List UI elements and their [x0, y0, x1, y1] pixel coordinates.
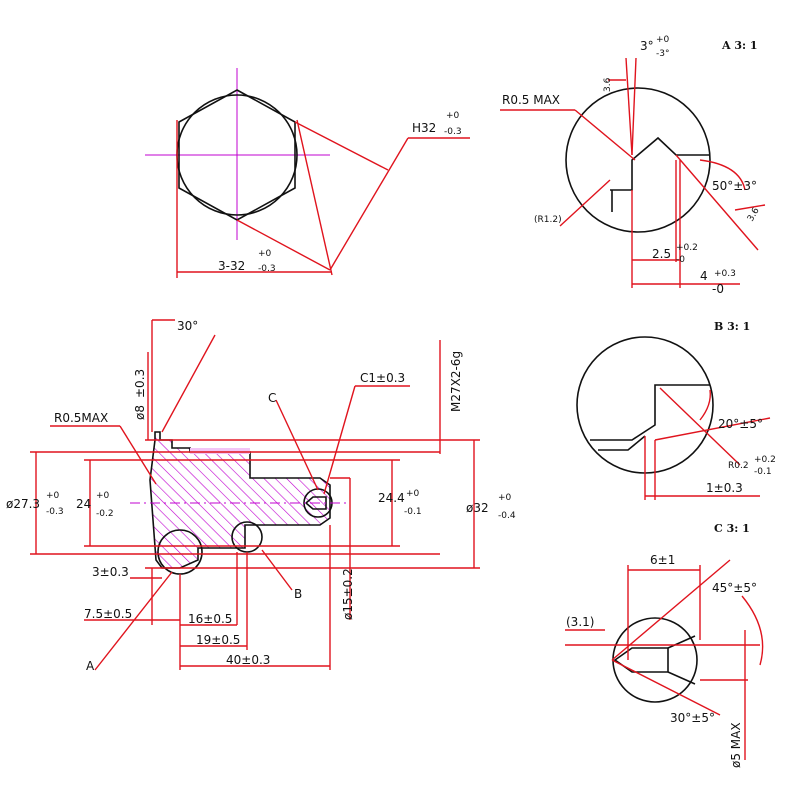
detail-c-angle-bottom-line	[611, 659, 721, 716]
detail-a-angle-upper: +0	[656, 35, 670, 45]
detail-c-drill-point	[613, 647, 669, 673]
radius-arrow	[119, 425, 157, 485]
inner-dia-main: 24	[76, 497, 91, 511]
chamfer-c1: C1±0.3	[360, 371, 405, 385]
detail-c-leader	[275, 399, 319, 491]
detail-b-profile-inner	[598, 435, 646, 451]
detail-a-ref-leader	[559, 179, 611, 227]
body-dia-lower: -0.4	[498, 511, 516, 521]
detail-a-small-dim-right	[734, 204, 766, 211]
bore-dia: ø15±0.2	[341, 568, 355, 620]
hex-h-ext-top	[294, 121, 389, 171]
detail-a-radius-max: R0.5 MAX	[502, 93, 560, 107]
hex-h-ext-bot	[236, 219, 331, 271]
radius-max: R0.5MAX	[54, 411, 108, 425]
detail-b-angle: 20°±5°	[718, 417, 763, 431]
detail-a-radius-ref: (R1.2)	[534, 215, 562, 225]
body-dia-main: ø32	[466, 501, 489, 515]
label-c: C	[268, 391, 276, 405]
detail-a-depth-main: 4	[700, 269, 708, 283]
inner-dia-upper: +0	[96, 491, 110, 501]
len-16: 16±0.5	[188, 612, 232, 626]
detail-c-angle-top: 45°±5°	[712, 581, 757, 595]
detail-b-angle-line	[654, 417, 771, 441]
hex-size-label: H32	[412, 121, 436, 135]
groove-dia-main: 24.4	[378, 491, 405, 505]
detail-a-angle-arc	[699, 159, 746, 191]
detail-c-angle-line	[611, 559, 731, 661]
across-size-label: 3-32	[218, 259, 245, 273]
thread-spec: M27X2-6g	[449, 351, 463, 412]
chamfer-angle: 30°	[177, 319, 198, 333]
hex-tol-lower: -0.3	[444, 127, 462, 137]
hole-dia-tol: ±0.3	[133, 369, 147, 398]
len-40: 40±0.3	[226, 653, 270, 667]
detail-b: B 3: 1 20°±5° R0.2 +0.2 -0.1 1±0.3	[576, 320, 776, 500]
across-tol-upper: +0	[258, 249, 272, 259]
detail-a-angle-line-1	[625, 57, 633, 156]
label-b: B	[294, 587, 302, 601]
dim-chamfer-angle-line	[161, 334, 216, 433]
detail-c-title: C 3: 1	[714, 522, 750, 535]
detail-c-cone-top	[667, 635, 696, 649]
detail-b-profile	[590, 384, 710, 441]
detail-a-angle-main: 3°	[640, 39, 654, 53]
detail-b-width: 1±0.3	[706, 481, 743, 495]
detail-a: A 3: 1 3.6 3° +0 -3° R0.5 MAX (R1.2) 50°…	[500, 35, 766, 296]
detail-a-angle-lower: -3°	[656, 49, 669, 59]
detail-c-cone-bottom	[667, 671, 696, 685]
detail-a-depth-lower: -0	[712, 282, 724, 296]
detail-a-circle	[565, 87, 711, 233]
chamfer-leader	[323, 385, 356, 495]
len-19: 19±0.5	[196, 633, 240, 647]
detail-a-title: A 3: 1	[721, 39, 758, 52]
len-3: 3±0.3	[92, 565, 129, 579]
outer-dia-lower: -0.3	[46, 507, 64, 517]
hex-ext-right	[296, 119, 333, 276]
section-thread-band	[190, 448, 250, 454]
detail-a-small-value: 3.6	[603, 77, 613, 92]
detail-b-radius-leader	[659, 387, 741, 466]
detail-a-angle-side-line	[675, 154, 759, 251]
detail-c-angle-bottom: 30°±5°	[670, 711, 715, 725]
detail-a-depth-upper: +0.3	[714, 269, 736, 279]
hex-view: +0 H32 -0.3 +0 3-32 -0.3	[145, 68, 470, 278]
label-b-leader	[261, 549, 293, 591]
hex-h-dim-line	[329, 137, 409, 271]
hex-tol-upper: +0	[446, 111, 460, 121]
len-7-5: 7.5±0.5	[84, 607, 132, 621]
body-dia-upper: +0	[498, 493, 512, 503]
detail-a-small-value-right: 3.6	[746, 206, 762, 224]
detail-b-radius-main: R0.2	[728, 461, 749, 471]
detail-c: C 3: 1 6±1 45°±5° (3.1) 30°±5° ø5 MAX	[565, 522, 764, 768]
detail-c-ref-value: (3.1)	[566, 615, 594, 629]
inner-dia-lower: -0.2	[96, 509, 114, 519]
hole-dia-main: ø8	[133, 405, 147, 420]
detail-a-width-upper: +0.2	[676, 243, 698, 253]
section-view: 30° ø8 ±0.3 R0.5MAX C C1±0.3 M27X2-6g ø2…	[6, 319, 516, 673]
detail-a-width-main: 2.5	[652, 247, 671, 261]
detail-c-width: 6±1	[650, 553, 675, 567]
detail-a-angle-side: 50°±3°	[712, 179, 757, 193]
detail-a-radius-arrow	[574, 109, 636, 161]
groove-dia-lower: -0.1	[404, 507, 422, 517]
detail-c-angle-arc	[741, 595, 764, 666]
outer-dia-upper: +0	[46, 491, 60, 501]
detail-b-radius-lower: -0.1	[754, 467, 772, 477]
detail-c-diameter-max: ø5 MAX	[729, 722, 743, 768]
detail-a-width-lower: -0	[676, 255, 685, 265]
detail-b-radius-upper: +0.2	[754, 455, 776, 465]
label-a: A	[86, 659, 95, 673]
detail-b-title: B 3: 1	[714, 320, 750, 333]
label-a-leader	[94, 571, 173, 671]
outer-dia-main: ø27.3	[6, 497, 40, 511]
detail-a-profile	[610, 136, 710, 191]
detail-b-angle-arc	[699, 389, 711, 421]
detail-a-angle-line-2	[631, 57, 637, 156]
across-tol-lower: -0.3	[258, 264, 276, 274]
groove-dia-upper: +0	[406, 489, 420, 499]
detail-c-circle	[612, 617, 698, 703]
